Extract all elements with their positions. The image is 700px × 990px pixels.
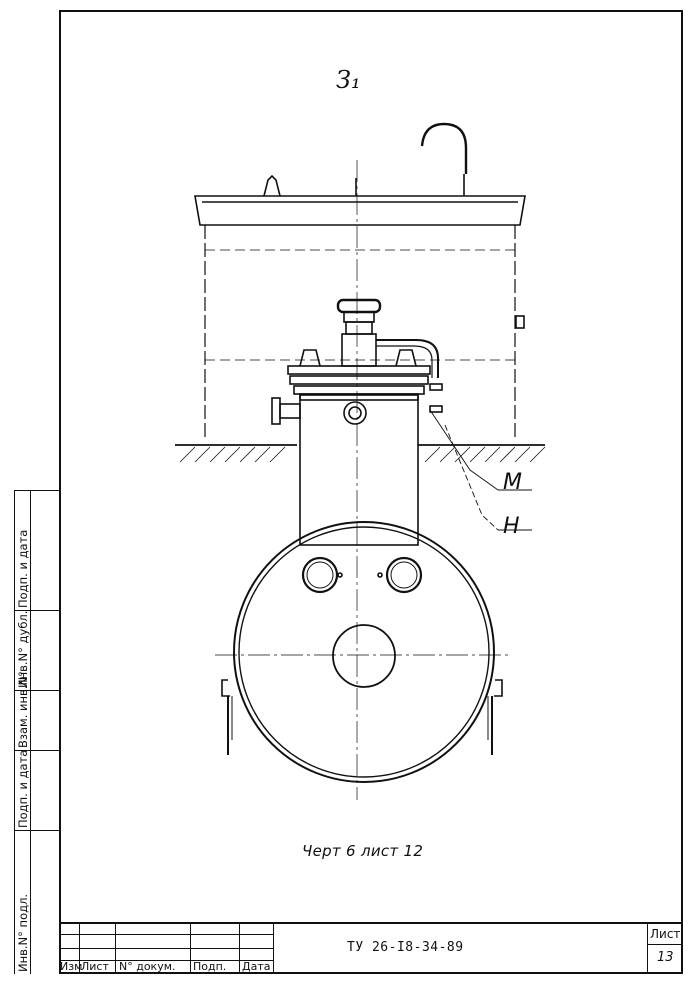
- tb-header-date: Дата: [242, 960, 271, 973]
- column: [299, 394, 419, 546]
- side-stamp-divider: [30, 490, 31, 974]
- valve-cap: [336, 298, 382, 314]
- side-stamp-field: Инв.N° дубл.: [16, 610, 30, 688]
- side-stamp-field: Подп. и дата: [16, 749, 30, 828]
- lid-lug: [263, 174, 281, 197]
- sheet-number: 13: [657, 950, 674, 965]
- tb-col-line: [647, 924, 648, 974]
- side-stamp-border-left: [14, 490, 15, 974]
- drawing-number: З₁: [336, 66, 361, 94]
- side-stamp-cell-line: [14, 610, 59, 611]
- side-stamp-cell-line: [14, 830, 59, 831]
- tb-row-line: [59, 934, 273, 935]
- drawing-caption: Черт 6 лист 12: [302, 842, 424, 860]
- side-stamp-cell-line: [14, 690, 59, 691]
- document-code: ТУ 26-I8-34-89: [347, 940, 464, 955]
- vent-pipe: [420, 122, 468, 174]
- tb-row-line: [59, 948, 273, 949]
- side-stamp-field: Подп. и дата: [16, 529, 30, 608]
- tb-col-line: [59, 924, 60, 974]
- tank-lid: [194, 195, 526, 226]
- tb-header-list: Лист: [81, 960, 109, 973]
- tb-col-line: [239, 924, 240, 974]
- central-opening: [332, 624, 396, 688]
- tb-header-izm: Изм: [60, 960, 83, 973]
- title-block: Изм Лист N° докум. Подп. Дата ТУ 26-I8-3…: [59, 922, 683, 974]
- side-stamp: Инв.N° подл. Подп. и дата Взам. инв.N° И…: [14, 490, 59, 974]
- tb-col-line: [115, 924, 116, 974]
- sheet-label: Лист: [650, 927, 681, 941]
- tb-header-doc: N° докум.: [119, 960, 176, 973]
- tb-row-line: [59, 960, 273, 961]
- side-stamp-field: Инв.N° подл.: [16, 893, 30, 972]
- side-stamp-top: [14, 490, 59, 491]
- leader-label-m: М: [503, 470, 522, 495]
- tb-col-line: [273, 924, 274, 974]
- leader-label-n: Н: [503, 514, 520, 539]
- vessel-outer: [233, 521, 495, 783]
- side-stamp-cell-line: [14, 750, 59, 751]
- tb-row-line: [647, 944, 683, 945]
- tb-col-line: [79, 924, 80, 974]
- tb-col-line: [190, 924, 191, 974]
- sheet-frame: [59, 10, 683, 974]
- tb-header-sign: Подп.: [193, 960, 227, 973]
